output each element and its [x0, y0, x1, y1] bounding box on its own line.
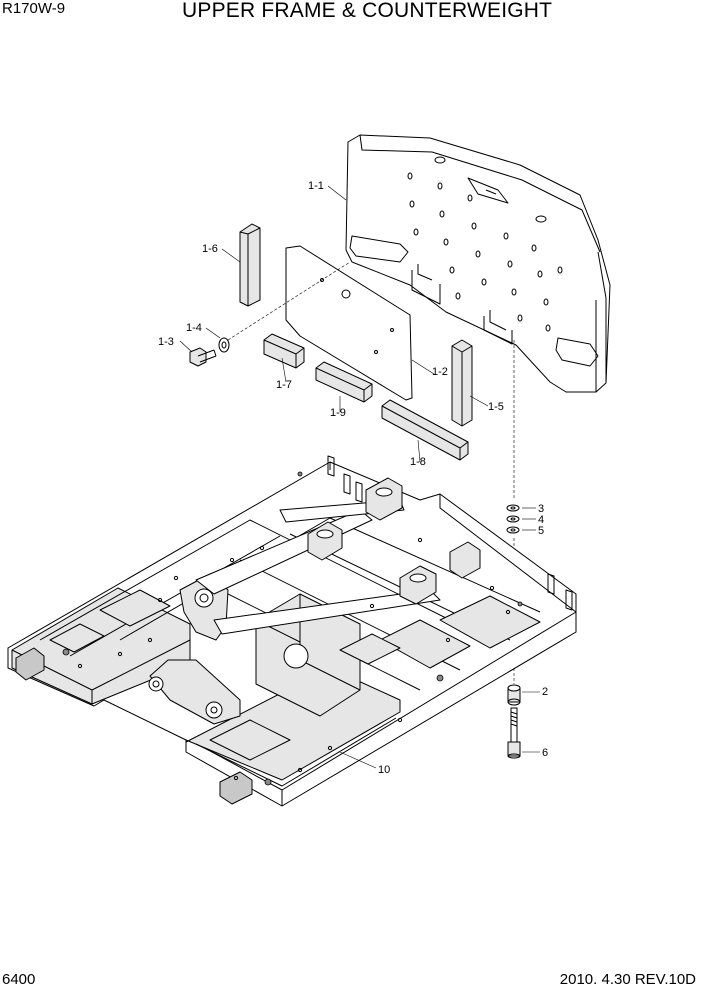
callout-6: 6: [542, 747, 548, 759]
callout-1-8: 1-8: [410, 456, 426, 468]
counterweight: [345, 134, 611, 393]
spacer-2: [507, 684, 521, 706]
pad-1-5: [451, 339, 473, 427]
washer-4: [506, 515, 520, 523]
callout-3: 3: [538, 503, 544, 515]
page-title: UPPER FRAME & COUNTERWEIGHT: [182, 0, 553, 22]
upper-frame: [7, 455, 577, 807]
pad-1-8: [381, 399, 469, 461]
callout-1-3: 1-3: [158, 336, 174, 348]
callout-1-4: 1-4: [186, 322, 202, 334]
callout-2: 2: [542, 686, 548, 698]
model-number: R170W-9: [2, 0, 66, 17]
callout-1-1: 1-1: [308, 180, 324, 192]
pad-1-7: [263, 333, 305, 369]
callout-4: 4: [538, 514, 544, 526]
callout-1-5: 1-5: [488, 401, 504, 413]
callout-1-2: 1-2: [432, 366, 448, 378]
bolt-6: [507, 707, 521, 759]
counterweight-plate: [285, 245, 413, 401]
pad-1-6: [239, 223, 261, 307]
callout-5: 5: [538, 525, 544, 537]
callout-1-9: 1-9: [330, 407, 346, 419]
callout-1-7: 1-7: [276, 379, 292, 391]
callout-1-6: 1-6: [202, 243, 218, 255]
bolt-1-3: [189, 347, 217, 367]
callout-10: 10: [378, 764, 390, 776]
page-number: 6400: [2, 971, 36, 988]
washer-3: [506, 504, 520, 512]
pad-1-9: [315, 361, 373, 403]
revision-date: 2010. 4.30 REV.10D: [559, 971, 696, 988]
washer-1-4: [218, 337, 230, 353]
washer-5: [506, 526, 520, 534]
